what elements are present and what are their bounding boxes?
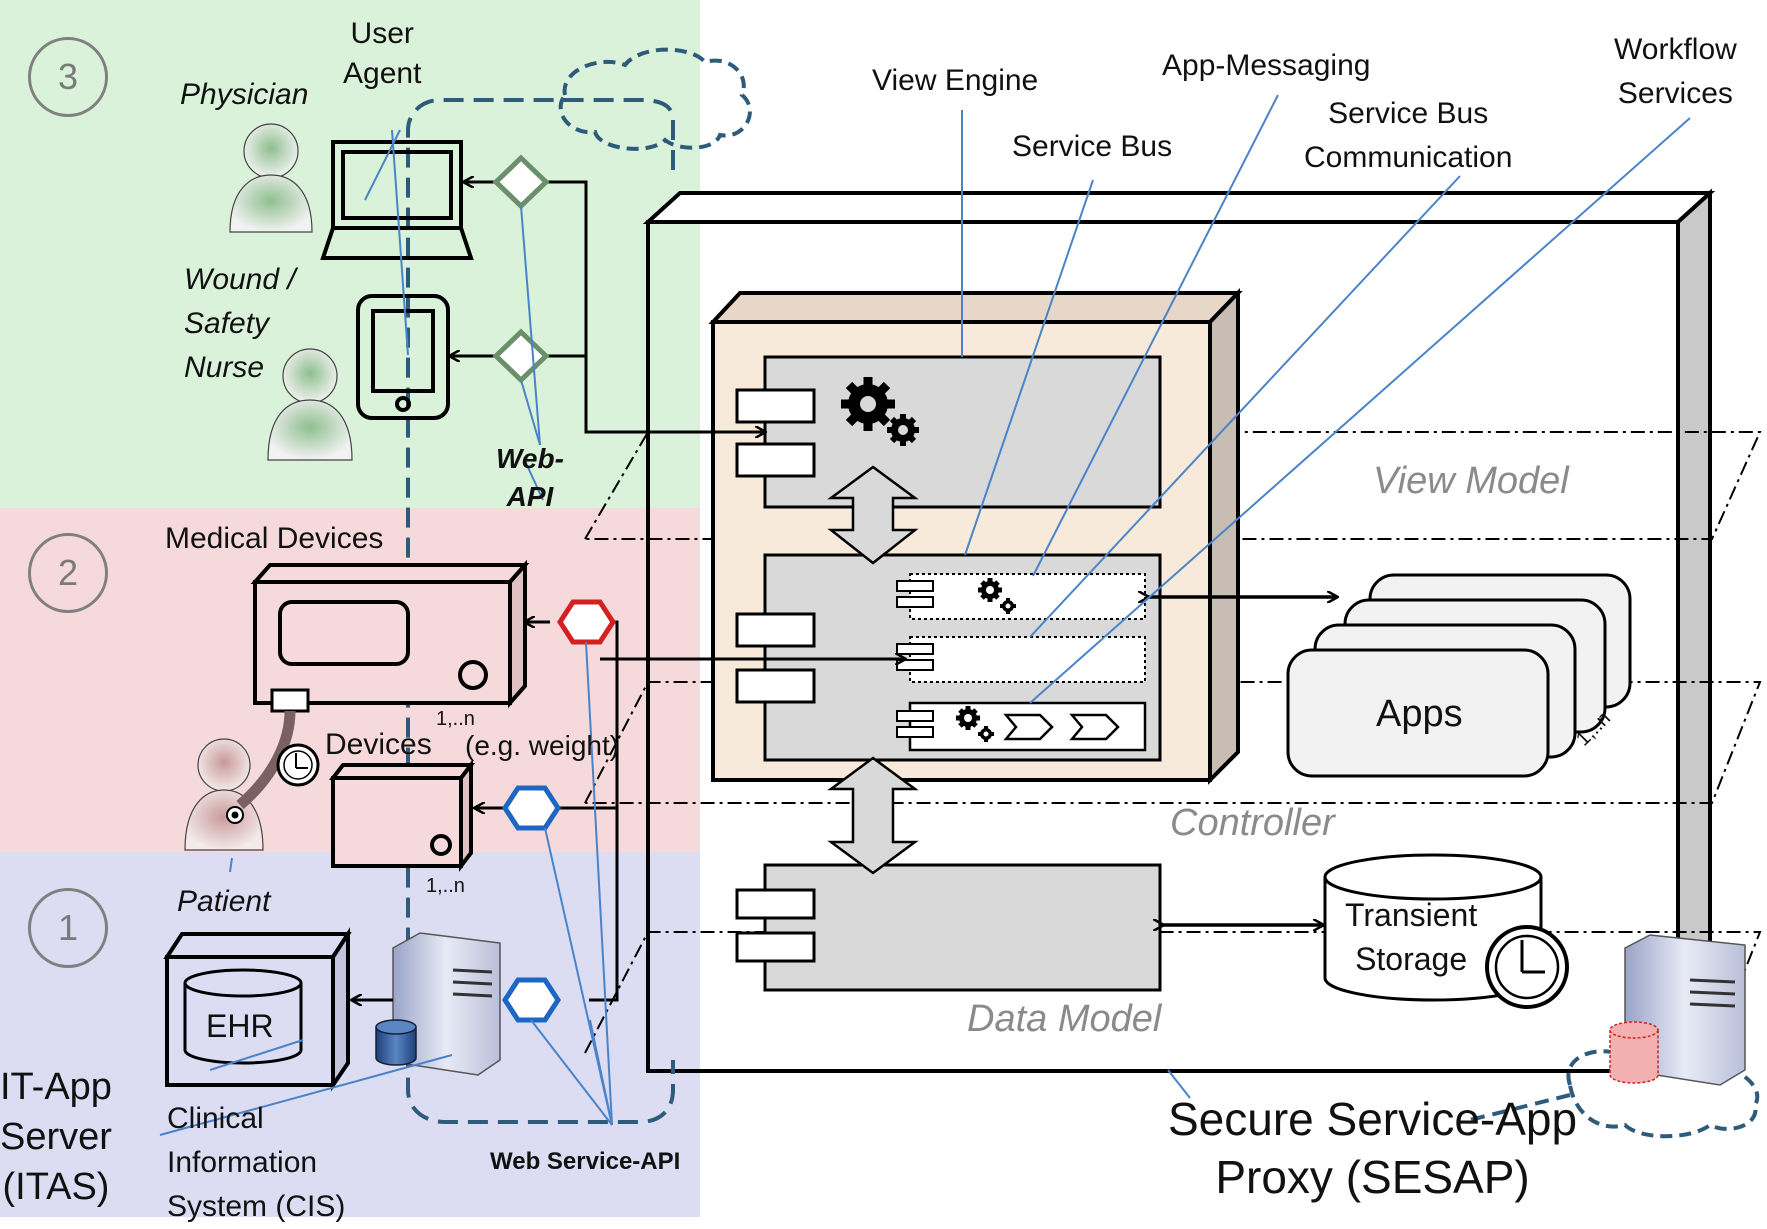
connection-lines (352, 182, 905, 1000)
web-service-pointers (159, 641, 613, 1136)
laptop-icon (320, 140, 474, 260)
web-api-label: Web- API (496, 443, 564, 512)
view-engine-block (763, 355, 1162, 509)
patient-clock-icon (276, 743, 320, 787)
data-port-2 (735, 931, 816, 963)
app-messaging-callout: App-Messaging (1162, 49, 1371, 82)
view-model-label: View Model (1373, 460, 1569, 502)
bottom-right-cloud (1566, 1044, 1760, 1139)
controller-port-2 (735, 668, 816, 704)
data-port-1 (735, 888, 816, 920)
nurse-label: Wound / Safety Nurse (184, 263, 296, 384)
devices-label: Devices (325, 728, 432, 761)
zone-1-badge: 1 (28, 888, 108, 968)
data-model-label: Data Model (967, 998, 1162, 1040)
data-model-block (763, 863, 1162, 992)
sesap-cloud-link (1469, 1093, 1571, 1122)
user-agent-label: User Agent (343, 17, 422, 90)
double-arrow-view-controller (827, 465, 919, 565)
top-cloud (558, 47, 752, 151)
controller-port-1 (735, 612, 816, 648)
workflow-callout: Workflow Services (1614, 33, 1737, 110)
itas-label: IT-App Server (ITAS) (0, 1066, 112, 1208)
device-hexagon-red (557, 599, 616, 645)
physician-icon (229, 123, 313, 233)
sesap-title: Secure Service-App Proxy (SESAP) (1168, 1093, 1578, 1203)
zone-3-badge: 3 (28, 37, 108, 117)
database-icon (375, 1019, 417, 1066)
sesap-database-icon (1609, 1021, 1659, 1084)
medical-devices-label: Medical Devices (165, 522, 384, 555)
app-messaging-row (909, 636, 1146, 683)
service-bus-gears-icon (978, 578, 1016, 614)
web-api-pointers (364, 129, 541, 446)
zone-2-badge: 2 (28, 533, 108, 613)
workflow-chevrons (1003, 713, 1120, 741)
devices-multiplicity: 1,..n (426, 875, 465, 897)
controller-label: Controller (1170, 802, 1335, 844)
apps-stack (1286, 573, 1632, 778)
server-hexagon-blue (502, 977, 561, 1023)
ehr-label: EHR (206, 1008, 274, 1044)
view-port-1 (735, 388, 816, 424)
double-arrow-controller-data (827, 756, 919, 875)
view-port-2 (735, 442, 816, 478)
patient-label: Patient (177, 885, 271, 918)
service-bus-comm-callout: Service Bus Communication (1304, 97, 1513, 174)
row-port-icons (896, 580, 934, 738)
ehr-cylinder (183, 968, 303, 1065)
zone-3-background (0, 0, 700, 508)
view-engine-callout: View Engine (872, 64, 1039, 97)
service-bus-row (909, 573, 1146, 620)
transient-storage-cylinder (1323, 853, 1543, 1002)
workflow-gears-icon (956, 706, 994, 742)
physician-label: Physician (180, 78, 309, 111)
callout-lines (525, 94, 1691, 1099)
web-service-api-label: Web Service-API (490, 1148, 681, 1175)
medical-devices-multiplicity: 1,..n (436, 708, 475, 730)
medical-device-icon (250, 559, 530, 713)
layer-planes (584, 431, 1762, 1054)
view-engine-gears-icon (841, 377, 919, 446)
transient-storage-label: Transient Storage (1345, 897, 1478, 977)
nurse-icon (267, 348, 353, 461)
cis-label: Clinical Information System (CIS) (167, 1102, 346, 1223)
itas-server-icon (392, 932, 501, 1076)
apps-label: Apps (1376, 693, 1463, 735)
weight-device-icon (328, 759, 476, 872)
service-bus-callout: Service Bus (1012, 130, 1173, 163)
storage-clock-icon (1485, 925, 1569, 1009)
devices-example-label: (e.g. weight) (465, 730, 620, 761)
device-hexagon-blue (502, 785, 561, 831)
